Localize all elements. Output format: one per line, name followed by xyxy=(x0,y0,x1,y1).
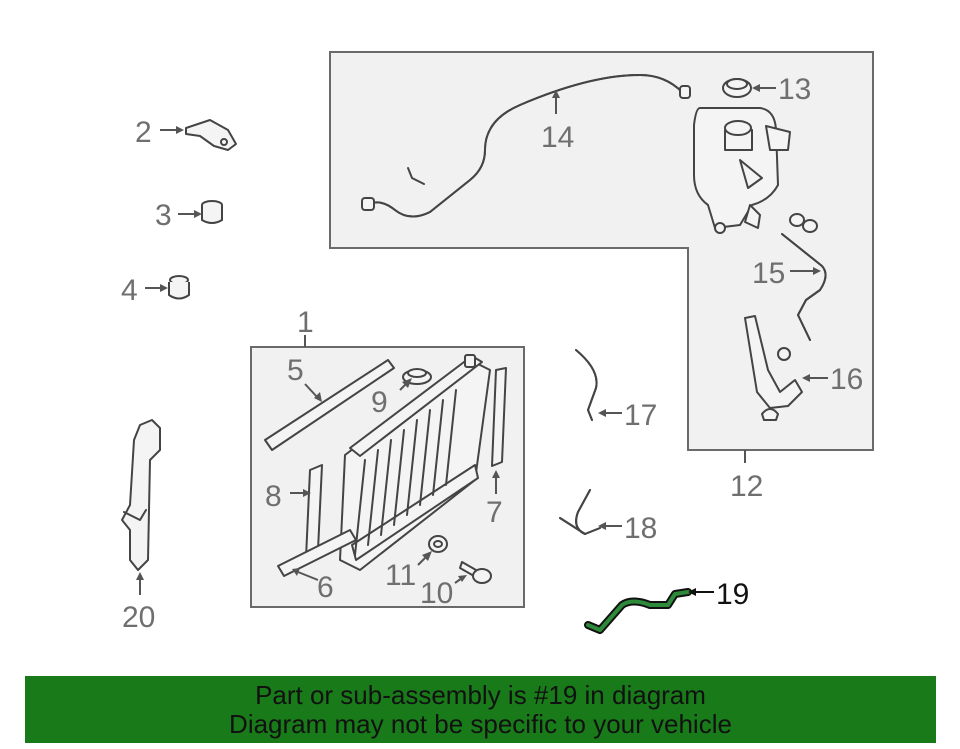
callout-10: 10 xyxy=(420,577,453,610)
callout-7: 7 xyxy=(486,496,503,529)
reservoir-tank[interactable] xyxy=(693,107,791,234)
part-18-hose[interactable] xyxy=(559,489,601,535)
callout-18: 18 xyxy=(624,512,657,545)
leader-arrows xyxy=(136,84,828,596)
banner-line-2: Diagram may not be specific to your vehi… xyxy=(229,709,732,739)
callout-6: 6 xyxy=(317,571,334,604)
radiator[interactable] xyxy=(339,354,491,571)
part-4-grommet[interactable] xyxy=(168,275,190,300)
callout-15: 15 xyxy=(752,257,785,290)
part-11-washer[interactable] xyxy=(428,535,448,553)
part-10-bolt[interactable] xyxy=(459,561,492,584)
callout-20: 20 xyxy=(122,601,155,634)
callout-8: 8 xyxy=(265,480,282,513)
callout-11: 11 xyxy=(385,559,416,592)
callout-17: 17 xyxy=(624,399,657,432)
part-20-bracket[interactable] xyxy=(121,419,161,571)
part-3-grommet[interactable] xyxy=(201,200,223,224)
part-17-hose[interactable] xyxy=(575,349,598,421)
part-2-bracket[interactable] xyxy=(185,119,237,151)
part-14-hose[interactable] xyxy=(361,74,691,218)
part-5-seal[interactable] xyxy=(264,359,395,451)
part-16-overflow-pipe[interactable] xyxy=(744,315,803,421)
callout-16: 16 xyxy=(830,363,863,396)
part-15-hose[interactable] xyxy=(781,213,827,341)
callout-5: 5 xyxy=(287,354,304,387)
notice-banner: Part or sub-assembly is #19 in diagram D… xyxy=(25,676,936,743)
callout-3: 3 xyxy=(155,199,172,232)
part-6-seal[interactable] xyxy=(277,529,357,577)
part-7-seal[interactable] xyxy=(491,367,507,467)
callout-14: 14 xyxy=(541,121,574,154)
callout-12: 12 xyxy=(730,470,763,503)
callout-1: 1 xyxy=(297,306,314,339)
callout-4: 4 xyxy=(121,274,138,307)
callout-2: 2 xyxy=(135,116,152,149)
banner-line-1: Part or sub-assembly is #19 in diagram xyxy=(255,680,706,710)
callout-9: 9 xyxy=(371,386,388,419)
callout-19: 19 xyxy=(716,578,749,611)
callout-13: 13 xyxy=(778,73,811,106)
part-19-hose[interactable] xyxy=(584,588,692,634)
part-13-cap[interactable] xyxy=(722,78,752,98)
